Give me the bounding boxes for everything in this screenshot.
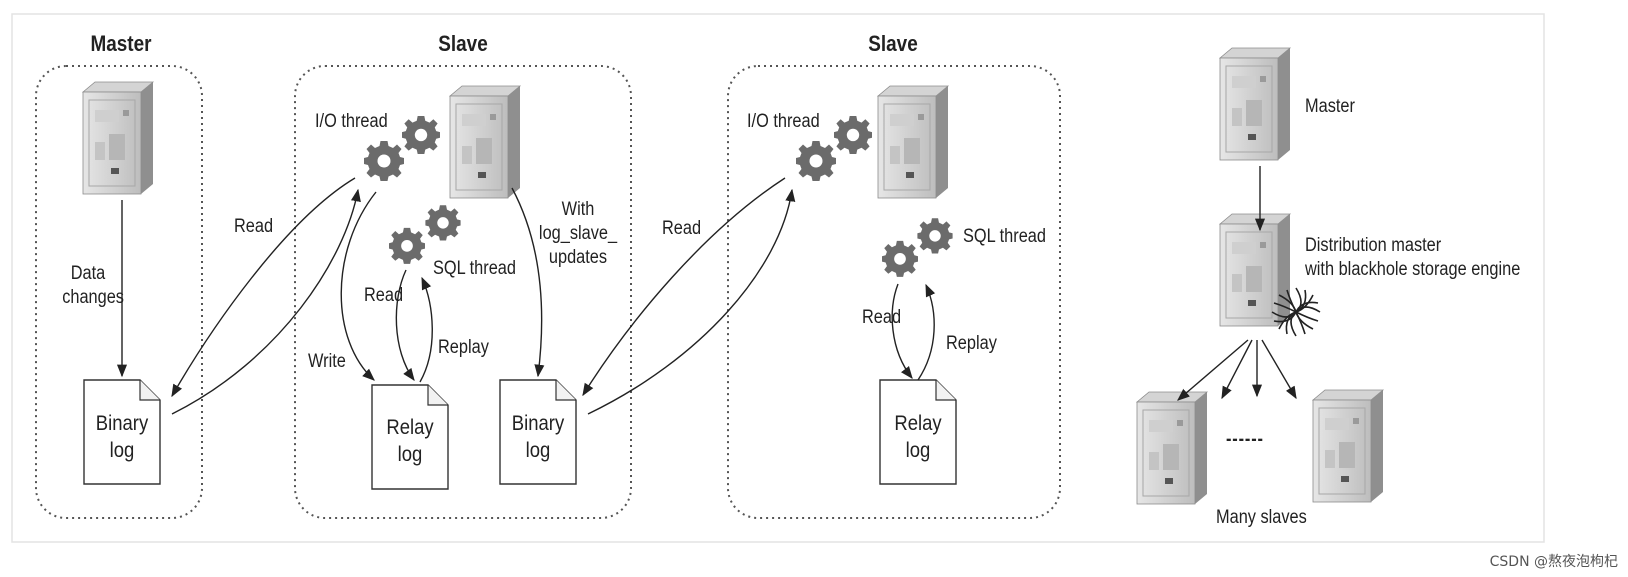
distribution-master-line2: with blackhole storage engine	[1305, 259, 1521, 280]
slave1-sql-thread-label: SQL thread	[433, 258, 516, 279]
slave2-server-icon	[877, 85, 949, 199]
slave2-relay-log-line2: log	[905, 439, 931, 462]
slave1-panel	[294, 65, 632, 519]
slave1-binary-log-line1: Binary	[511, 412, 565, 435]
arrow-read-to-slave2-io	[587, 188, 796, 415]
slave1-read-label: Read	[364, 285, 404, 306]
arrow-read-slave1-binlog	[582, 177, 786, 397]
master-binary-log-label: Binary log	[87, 410, 157, 464]
binary-log-line2: log	[109, 439, 135, 462]
distribution-master-line1: Distribution master	[1305, 235, 1442, 256]
slave2-relay-log-line1: Relay	[894, 412, 942, 435]
distribution-master-server-icon	[1219, 213, 1291, 327]
master-panel	[35, 65, 203, 519]
arrow-slave2-sql-replay	[917, 283, 936, 381]
slave1-server-icon	[449, 85, 521, 199]
slave1-relay-log-label: Relay log	[375, 414, 445, 468]
slave2-read-label: Read	[862, 307, 902, 328]
slave1-replay-label: Replay	[438, 337, 489, 358]
slave2-sql-thread-label: SQL thread	[963, 226, 1046, 247]
read-label-master-slave1: Read	[234, 216, 274, 237]
slave1-title: Slave	[438, 31, 488, 56]
read-label-slave1-slave2: Read	[662, 218, 702, 239]
binary-log-line1: Binary	[95, 412, 149, 435]
arrow-read-to-io-thread	[171, 188, 361, 415]
slave1-binary-log-label: Binary log	[503, 410, 573, 464]
slave2-title: Slave	[868, 31, 918, 56]
data-changes-line1: Data	[70, 263, 106, 284]
slave1-write-label: Write	[308, 351, 346, 372]
slave2-io-thread-label: I/O thread	[747, 111, 820, 132]
arrow-dist-to-slave-b	[1221, 339, 1253, 400]
relay-log-line1: Relay	[386, 416, 434, 439]
relay-log-line2: log	[397, 443, 423, 466]
topology-master-server-icon	[1219, 47, 1291, 161]
arrow-slave2-sql-read	[891, 283, 913, 379]
many-slaves-server-left-icon	[1136, 391, 1208, 505]
slave2-relay-log-label: Relay log	[883, 410, 953, 464]
with-line2: log_slave_	[538, 223, 618, 244]
arrow-dist-to-slave-a	[1177, 339, 1249, 401]
with-line3: updates	[548, 247, 608, 268]
watermark: CSDN @熬夜泡枸杞	[1489, 554, 1618, 570]
slave2-panel	[727, 65, 1061, 519]
master-server-icon	[82, 81, 154, 195]
data-changes-line2: changes	[62, 287, 124, 308]
arrow-sql-read-relay	[395, 269, 415, 382]
distribution-master-label: Distribution master with blackhole stora…	[1305, 234, 1520, 282]
data-changes-label: Data changes	[62, 262, 124, 310]
with-log-slave-updates-label: With log_slave_ updates	[535, 198, 621, 270]
slave2-replay-label: Replay	[946, 333, 997, 354]
arrow-write-relay-log	[340, 191, 377, 381]
topology-master-label: Master	[1305, 96, 1355, 117]
arrow-dist-to-slave-d	[1261, 339, 1297, 400]
with-line1: With	[561, 199, 595, 220]
slave1-binary-log-line2: log	[525, 439, 551, 462]
slaves-dashes: ------	[1226, 429, 1264, 450]
many-slaves-server-right-icon	[1312, 389, 1384, 503]
arrow-sql-replay	[419, 276, 433, 383]
arrow-read-master-binlog	[171, 177, 356, 398]
arrow-log-slave-updates	[511, 187, 545, 378]
blackhole-icon	[1271, 287, 1321, 337]
master-title: Master	[90, 31, 152, 56]
many-slaves-label: Many slaves	[1216, 507, 1307, 528]
slave1-io-thread-label: I/O thread	[315, 111, 388, 132]
